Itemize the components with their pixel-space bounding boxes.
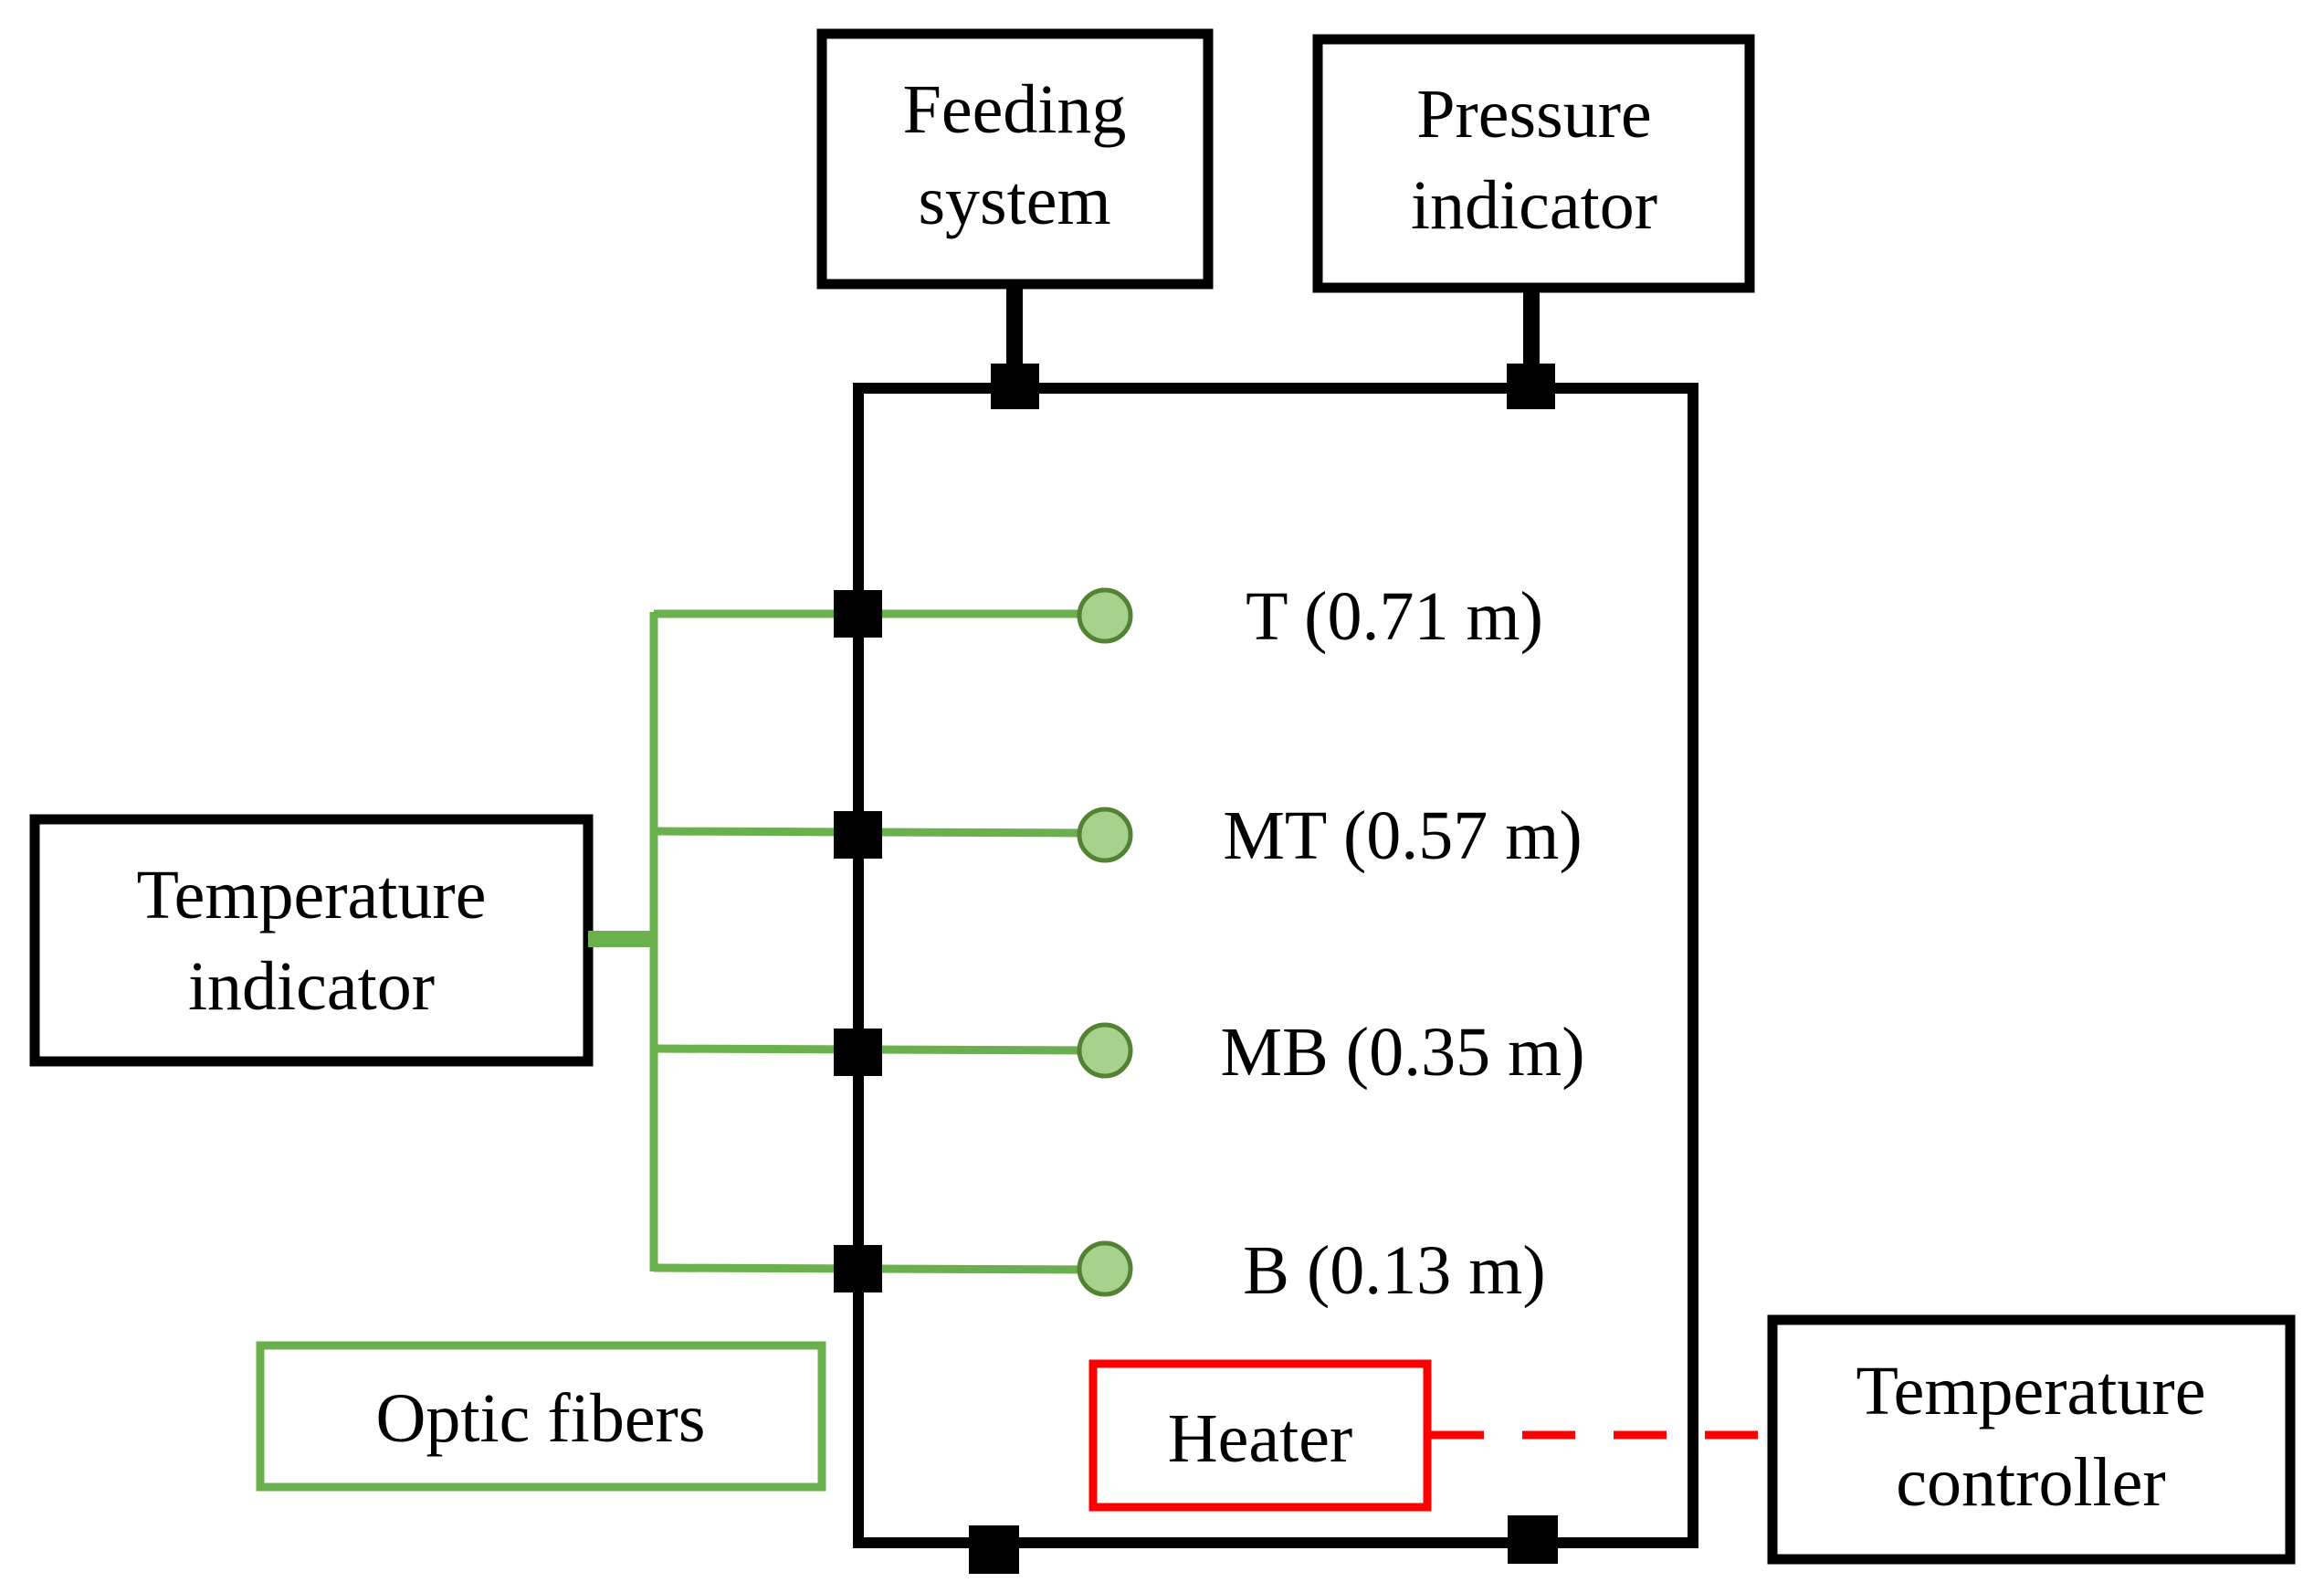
temperature-controller-label-line2: controller [1896, 1444, 2165, 1521]
sensor-mb-probe [1077, 1022, 1133, 1079]
pressure-indicator-label-line1: Pressure [1416, 76, 1652, 153]
port-bottom-right [1508, 1515, 1558, 1564]
optic-fibers-legend: Optic fibers [256, 1341, 826, 1492]
sensor-b-port [834, 1245, 882, 1292]
sensor-b-label: B (0.13 m) [1243, 1232, 1545, 1309]
port-bottom-left [969, 1525, 1019, 1574]
sensor-t-probe [1077, 587, 1133, 644]
sensor-mt-port [834, 811, 882, 859]
sensor-t: T (0.71 m) [654, 578, 1543, 655]
feeding-system-box: Feeding system [816, 28, 1214, 290]
feeding-system-label-line1: Feeding [903, 71, 1127, 148]
sensor-mt: MT (0.57 m) [653, 797, 1583, 874]
sensor-mb-port [834, 1029, 882, 1076]
sensor-mt-probe [1077, 807, 1133, 863]
heater-box: Heater [1088, 1359, 1432, 1512]
sensor-mb: MB (0.35 m) [653, 1014, 1585, 1091]
sensor-t-port [834, 590, 882, 638]
port-top-pressure [1507, 364, 1555, 409]
pressure-indicator-box: Pressure indicator [1312, 34, 1755, 293]
sensor-b-probe [1077, 1240, 1133, 1297]
temperature-indicator-label-line2: indicator [188, 948, 435, 1025]
sensor-mb-label: MB (0.35 m) [1221, 1014, 1585, 1091]
temperature-indicator-label-line1: Temperature [137, 857, 487, 934]
temperature-controller-label-line1: Temperature [1856, 1353, 2206, 1429]
temperature-controller-box: Temperature controller [1767, 1314, 2296, 1565]
port-top-feeding [991, 364, 1039, 409]
sensor-mt-label: MT (0.57 m) [1223, 797, 1582, 874]
feeding-system-label-line2: system [918, 163, 1110, 239]
sensor-t-label: T (0.71 m) [1246, 578, 1543, 655]
optic-fibers-legend-label: Optic fibers [376, 1380, 706, 1457]
heater-label: Heater [1168, 1400, 1353, 1477]
sensor-b: B (0.13 m) [653, 1232, 1546, 1309]
pressure-indicator-label-line2: indicator [1411, 167, 1657, 244]
temperature-indicator-box: Temperature indicator [29, 814, 594, 1067]
optic-fiber-bundle [588, 612, 658, 1271]
reactor-vessel [853, 383, 1698, 1548]
